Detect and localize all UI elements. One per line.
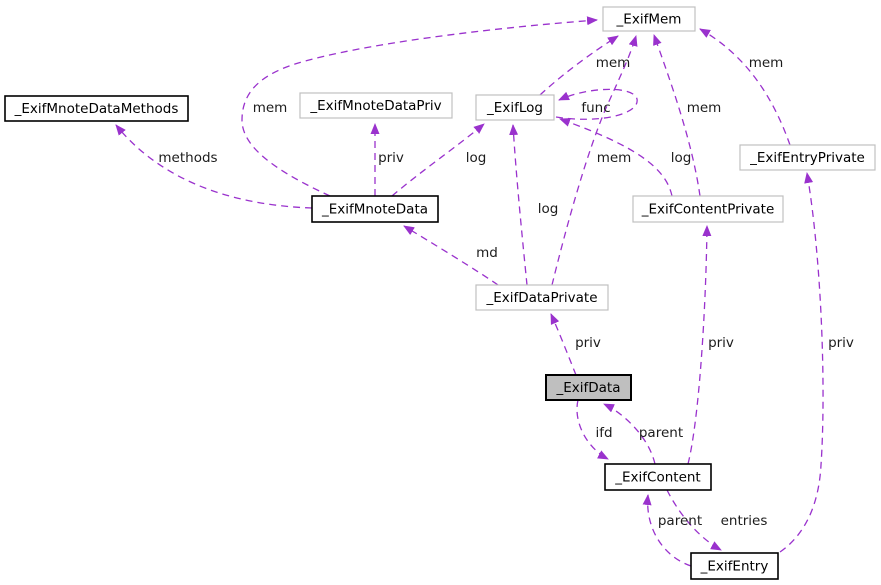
- edge-label-parent-content: parent: [639, 425, 683, 441]
- edge-mnotedata-methods: [115, 124, 313, 209]
- svg-text:_ExifMnoteData: _ExifMnoteData: [321, 202, 428, 218]
- svg-text:_ExifContent: _ExifContent: [614, 470, 700, 486]
- node-exifmnotedata[interactable]: _ExifMnoteData: [311, 195, 439, 223]
- edge-entry-parent: [642, 494, 692, 567]
- node-exifmem: _ExifMem: [602, 6, 696, 32]
- edge-mnotedata-log: [391, 123, 485, 197]
- edge-content-parent: [603, 403, 656, 465]
- edges: [115, 16, 824, 567]
- svg-text:_ExifDataPrivate: _ExifDataPrivate: [485, 290, 597, 306]
- edge-label-priv-content: priv: [708, 335, 734, 351]
- edge-entrypriv-mem: [699, 28, 791, 146]
- edge-label-mem-datapriv: mem: [597, 150, 632, 166]
- edge-label-parent-entry: parent: [658, 513, 702, 529]
- node-exifcontent[interactable]: _ExifContent: [604, 463, 712, 491]
- edge-datapriv-md: [403, 225, 499, 286]
- edge-label-priv-mnotedata: priv: [378, 150, 404, 166]
- node-exifentryprivate: _ExifEntryPrivate: [739, 144, 876, 171]
- svg-text:_ExifMnoteDataPriv: _ExifMnoteDataPriv: [309, 98, 441, 114]
- edge-log-mem: [539, 35, 619, 96]
- svg-text:_ExifData: _ExifData: [555, 380, 620, 396]
- svg-text:_ExifMem: _ExifMem: [616, 12, 682, 28]
- edge-datapriv-log: [509, 124, 528, 286]
- edge-content-entries: [666, 489, 722, 551]
- edge-mnotedata-mem: [241, 16, 598, 197]
- node-exifentry[interactable]: _ExifEntry: [690, 552, 779, 580]
- edge-entry-priv: [779, 172, 824, 553]
- node-exiflog: _ExifLog: [475, 94, 555, 121]
- node-exifdata-current[interactable]: _ExifData: [545, 374, 632, 401]
- edge-contentpriv-mem: [653, 34, 701, 197]
- edge-label-mem-mnotedata: mem: [253, 100, 288, 116]
- edge-label-log-contentpriv: log: [671, 150, 692, 166]
- edge-label-mem-entrypriv: mem: [749, 55, 784, 71]
- edge-label-priv-entry: priv: [828, 335, 854, 351]
- edge-label-entries: entries: [721, 513, 768, 529]
- edge-label-methods: methods: [158, 150, 217, 166]
- edge-label-log-datapriv: log: [538, 201, 559, 217]
- edge-label-mem-contentpriv: mem: [687, 100, 722, 116]
- edge-data-ifd: [576, 399, 609, 460]
- edge-label-mem-log: mem: [596, 55, 631, 71]
- edge-label-log-mnotedata: log: [466, 150, 487, 166]
- node-exifmnotedatamethods[interactable]: _ExifMnoteDataMethods: [4, 95, 189, 122]
- edge-label-md: md: [476, 245, 498, 261]
- svg-text:_ExifEntryPrivate: _ExifEntryPrivate: [749, 150, 865, 166]
- svg-text:_ExifEntry: _ExifEntry: [700, 559, 769, 575]
- edge-label-ifd: ifd: [595, 425, 612, 441]
- edge-label-func: func: [581, 100, 610, 116]
- edge-data-priv: [550, 313, 577, 376]
- svg-text:_ExifContentPrivate: _ExifContentPrivate: [641, 202, 775, 218]
- node-exifmnotedatapriv: _ExifMnoteDataPriv: [299, 92, 453, 119]
- svg-text:_ExifMnoteDataMethods: _ExifMnoteDataMethods: [14, 101, 179, 117]
- nodes: _ExifMem _ExifMnoteDataMethods _ExifMnot…: [4, 6, 876, 580]
- edge-labels: methods mem priv log md log mem mem func…: [158, 55, 854, 529]
- node-exifdataprivate: _ExifDataPrivate: [475, 284, 609, 311]
- svg-text:_ExifLog: _ExifLog: [486, 100, 543, 116]
- edge-content-priv: [687, 225, 712, 465]
- edge-label-priv-data: priv: [575, 335, 601, 351]
- edge-contentpriv-log: [559, 118, 673, 197]
- edge-log-func-selfloop: [555, 88, 638, 120]
- node-exifcontentprivate: _ExifContentPrivate: [632, 195, 784, 223]
